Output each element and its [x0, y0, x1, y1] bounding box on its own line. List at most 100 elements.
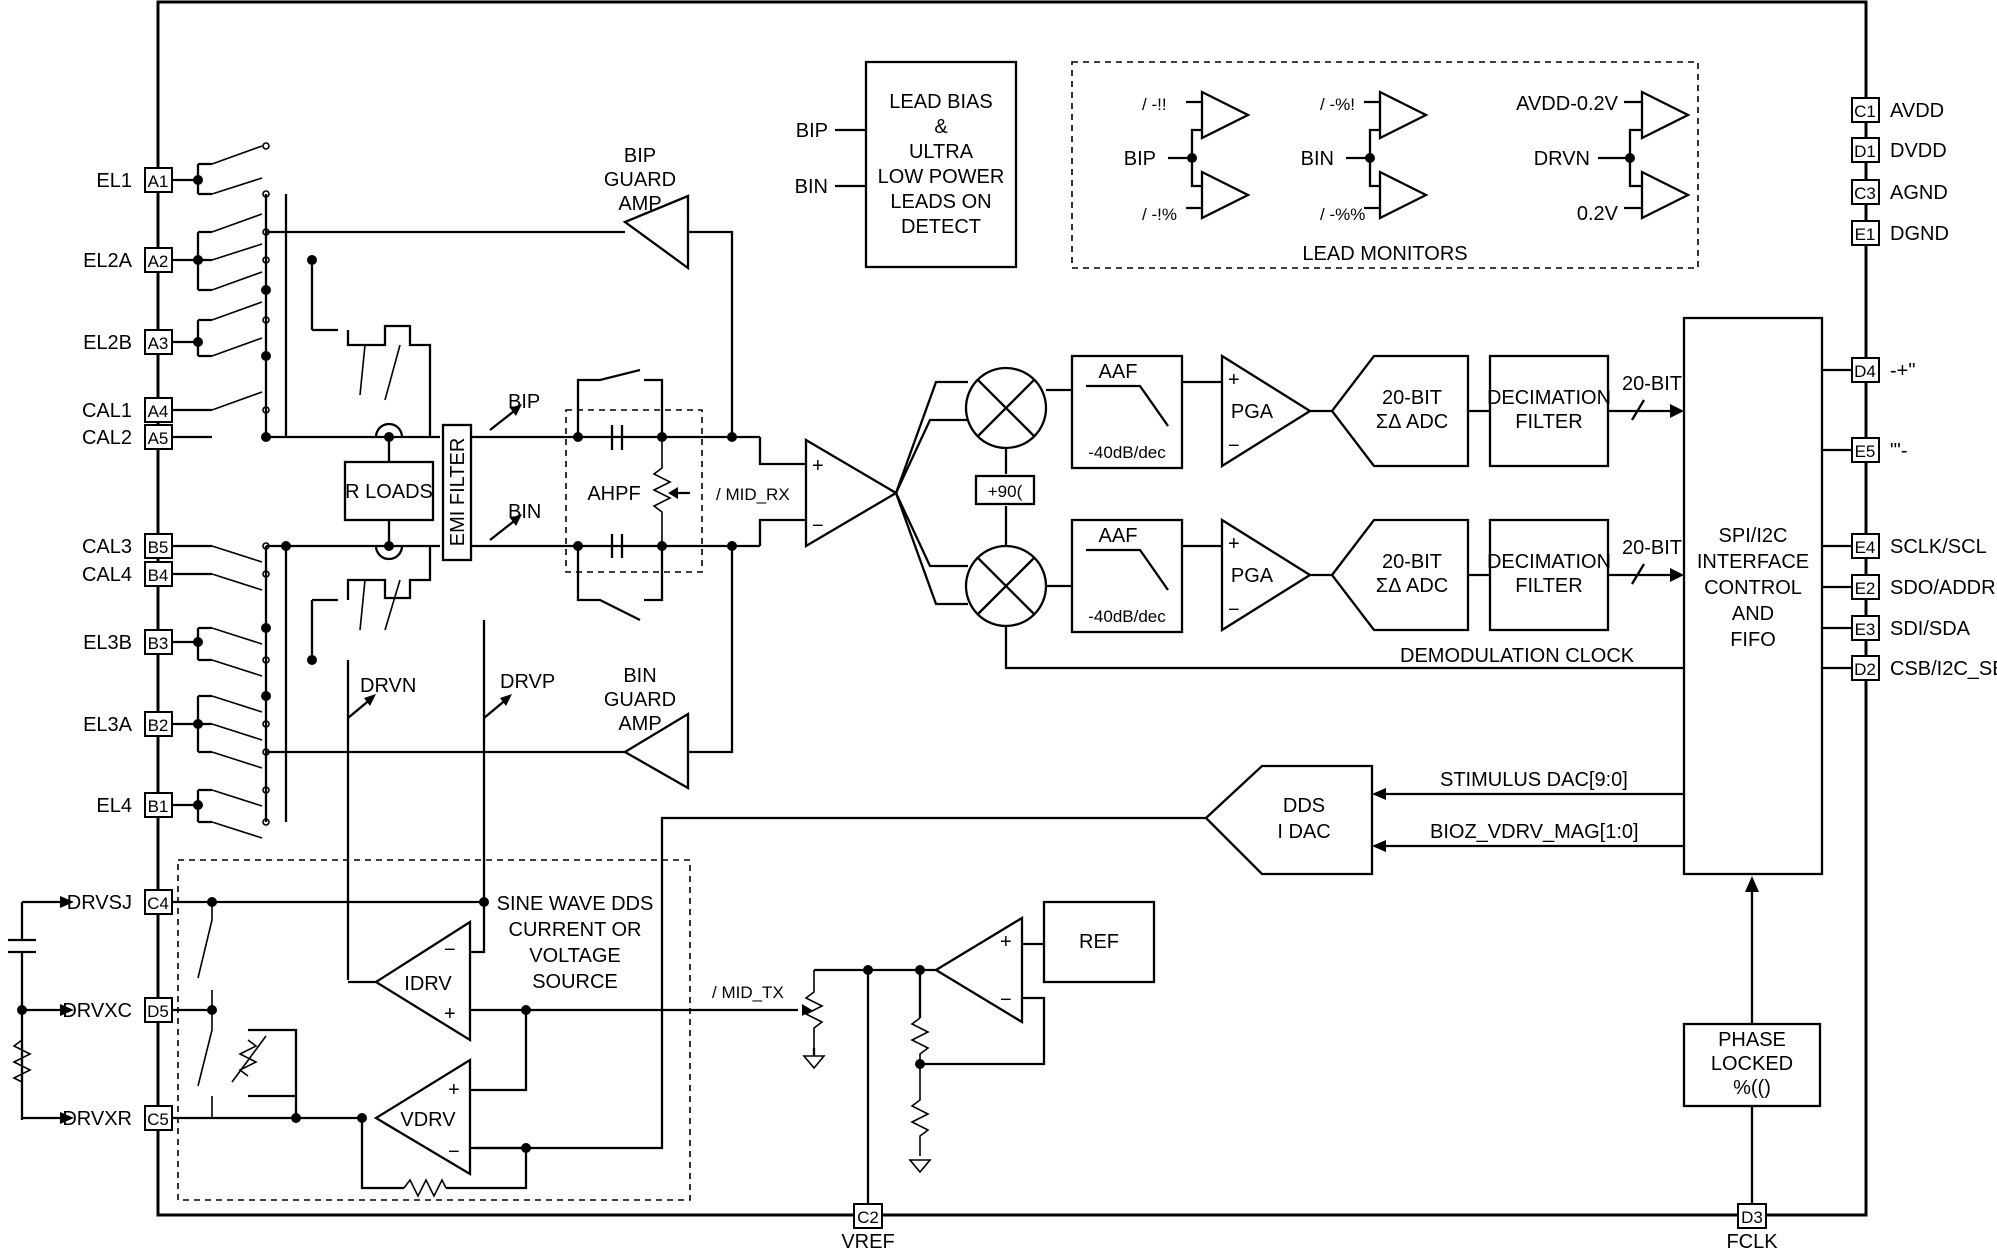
svg-text:A1: A1: [148, 172, 169, 191]
bus-q: 20-BIT: [1608, 537, 1684, 585]
svg-text:20-BIT: 20-BIT: [1382, 551, 1442, 573]
svg-text:E2: E2: [1855, 579, 1876, 598]
svg-text:DRVP: DRVP: [500, 671, 555, 693]
svg-text:E1: E1: [1855, 225, 1876, 244]
svg-text:BIP: BIP: [624, 145, 656, 167]
ahpf-block: AHPF / MID_RX: [565, 368, 790, 622]
svg-text:−: −: [1000, 989, 1012, 1011]
drvn-label: DRVN: [347, 675, 416, 719]
svg-text:B4: B4: [148, 566, 169, 585]
svg-text:B3: B3: [148, 634, 169, 653]
adc-i: 20-BIT ΣΔ ADC: [1310, 354, 1470, 468]
bip-guard-amp: BIP GUARD AMP: [266, 145, 734, 437]
pin-b5: B5 CAL3: [82, 533, 173, 559]
svg-text:EL1: EL1: [96, 170, 132, 192]
svg-text:E3: E3: [1855, 620, 1876, 639]
svg-text:20-BIT: 20-BIT: [1382, 387, 1442, 409]
svg-text:AVDD-0.2V: AVDD-0.2V: [1516, 93, 1619, 115]
svg-text:AGND: AGND: [1890, 182, 1948, 204]
svg-text:B1: B1: [148, 797, 169, 816]
svg-text:+: +: [444, 1003, 456, 1025]
svg-text:VREF: VREF: [841, 1231, 894, 1250]
svg-text:DETECT: DETECT: [901, 216, 981, 238]
drvp-label: DRVP: [483, 671, 555, 719]
svg-text:-+": -+": [1890, 360, 1915, 382]
svg-text:DRVSJ: DRVSJ: [67, 892, 132, 914]
pin-d2: D2 CSB/I2C_SEL: [1822, 655, 1997, 681]
svg-text:BIN: BIN: [623, 665, 656, 687]
svg-text:LEADS ON: LEADS ON: [890, 191, 991, 213]
bin-guard-amp: BIN GUARD AMP: [266, 546, 734, 790]
svg-text:B5: B5: [148, 538, 169, 557]
monitor-bip: / -!! BIP / -!%: [1124, 90, 1251, 224]
svg-text:CSB/I2C_SEL: CSB/I2C_SEL: [1890, 658, 1997, 680]
svg-text:INTERFACE: INTERFACE: [1697, 551, 1809, 573]
svg-text:DRVXR: DRVXR: [62, 1108, 132, 1130]
svg-text:BIN: BIN: [795, 176, 828, 198]
svg-text:EL2B: EL2B: [83, 332, 132, 354]
monitor-drvn: AVDD-0.2V DRVN 0.2V: [1516, 90, 1691, 225]
bin-arrow: BIN: [489, 501, 541, 541]
svg-text:0.2V: 0.2V: [1577, 203, 1619, 225]
aaf-q: AAF -40dB/dec: [1046, 518, 1184, 634]
svg-text:DDS: DDS: [1283, 795, 1325, 817]
pin-d3: D3 FCLK: [1726, 1203, 1778, 1250]
svg-text:EL2A: EL2A: [83, 250, 133, 272]
svg-text:BIN: BIN: [1301, 148, 1334, 170]
svg-text:/ -%!: / -%!: [1320, 95, 1355, 114]
svg-text:AHPF: AHPF: [587, 483, 640, 505]
svg-text:PGA: PGA: [1231, 565, 1274, 587]
svg-text:CAL2: CAL2: [82, 427, 132, 449]
adc-q: 20-BIT ΣΔ ADC: [1310, 518, 1470, 632]
svg-text:E5: E5: [1855, 442, 1876, 461]
svg-text:DRVXC: DRVXC: [62, 1000, 132, 1022]
lead-bias-block: LEAD BIAS & ULTRA LOW POWER LEADS ON DET…: [795, 60, 1018, 269]
svg-text:CURRENT OR: CURRENT OR: [509, 919, 642, 941]
svg-text:BIP: BIP: [796, 120, 828, 142]
vmid-tx: / MID_TX: [526, 965, 873, 1070]
svg-text:A3: A3: [148, 334, 169, 353]
svg-text:BIP: BIP: [508, 391, 540, 413]
svg-text:R LOADS: R LOADS: [345, 481, 433, 503]
svg-text:DECIMATION: DECIMATION: [1487, 551, 1611, 573]
input-switch-matrix: [172, 142, 440, 839]
dds-block: DDS I DAC STIMULUS DAC[9:0] BIOZ_VDRV_MA…: [474, 764, 1684, 1150]
svg-text:PGA: PGA: [1231, 401, 1274, 423]
svg-text:CAL1: CAL1: [82, 400, 132, 422]
mixer-i: [964, 366, 1048, 450]
monitor-bin: / -%! BIN / -%%: [1301, 90, 1429, 224]
svg-text:/ -!%: / -!%: [1142, 205, 1177, 224]
mixer-q: [964, 544, 1048, 628]
pga-q: + − PGA: [1182, 517, 1313, 633]
svg-text:PHASE: PHASE: [1718, 1029, 1786, 1051]
svg-text:D2: D2: [1854, 660, 1876, 679]
demod-clock: DEMODULATION CLOCK: [1004, 626, 1684, 670]
svg-text:DVDD: DVDD: [1890, 140, 1947, 162]
svg-text:DEMODULATION CLOCK: DEMODULATION CLOCK: [1400, 645, 1635, 667]
svg-text:AMP: AMP: [618, 193, 661, 215]
svg-text:&: &: [934, 116, 948, 138]
svg-text:I DAC: I DAC: [1277, 821, 1330, 843]
pin-b3: B3 EL3B: [83, 629, 173, 655]
svg-text:A5: A5: [148, 429, 169, 448]
svg-text:BIP: BIP: [1124, 148, 1156, 170]
svg-text:LEAD BIAS: LEAD BIAS: [889, 91, 992, 113]
svg-text:BIOZ_VDRV_MAG[1:0]: BIOZ_VDRV_MAG[1:0]: [1430, 821, 1639, 843]
external-drive-network: [8, 896, 74, 1124]
right-pins: C1 AVDD D1 DVDD C3 AGND E1 DGND D4 -+" E…: [1822, 97, 1997, 681]
svg-text:EL3B: EL3B: [83, 632, 132, 654]
pin-c1: C1 AVDD: [1851, 97, 1944, 123]
svg-text:/ -%%: / -%%: [1320, 205, 1365, 224]
r-loads-block: [343, 460, 435, 522]
svg-text:EL4: EL4: [96, 795, 132, 817]
pin-e1: E1 DGND: [1851, 220, 1949, 246]
svg-text:DGND: DGND: [1890, 223, 1949, 245]
svg-text:C3: C3: [1854, 184, 1876, 203]
pin-b2: B2 EL3A: [83, 711, 173, 737]
pll-block: PHASE LOCKED %((): [1682, 876, 1822, 1204]
svg-text:SDO/ADDR: SDO/ADDR: [1890, 577, 1996, 599]
svg-text:+: +: [1000, 931, 1012, 953]
svg-text:VDRV: VDRV: [400, 1109, 456, 1131]
svg-text:−: −: [1228, 599, 1240, 621]
